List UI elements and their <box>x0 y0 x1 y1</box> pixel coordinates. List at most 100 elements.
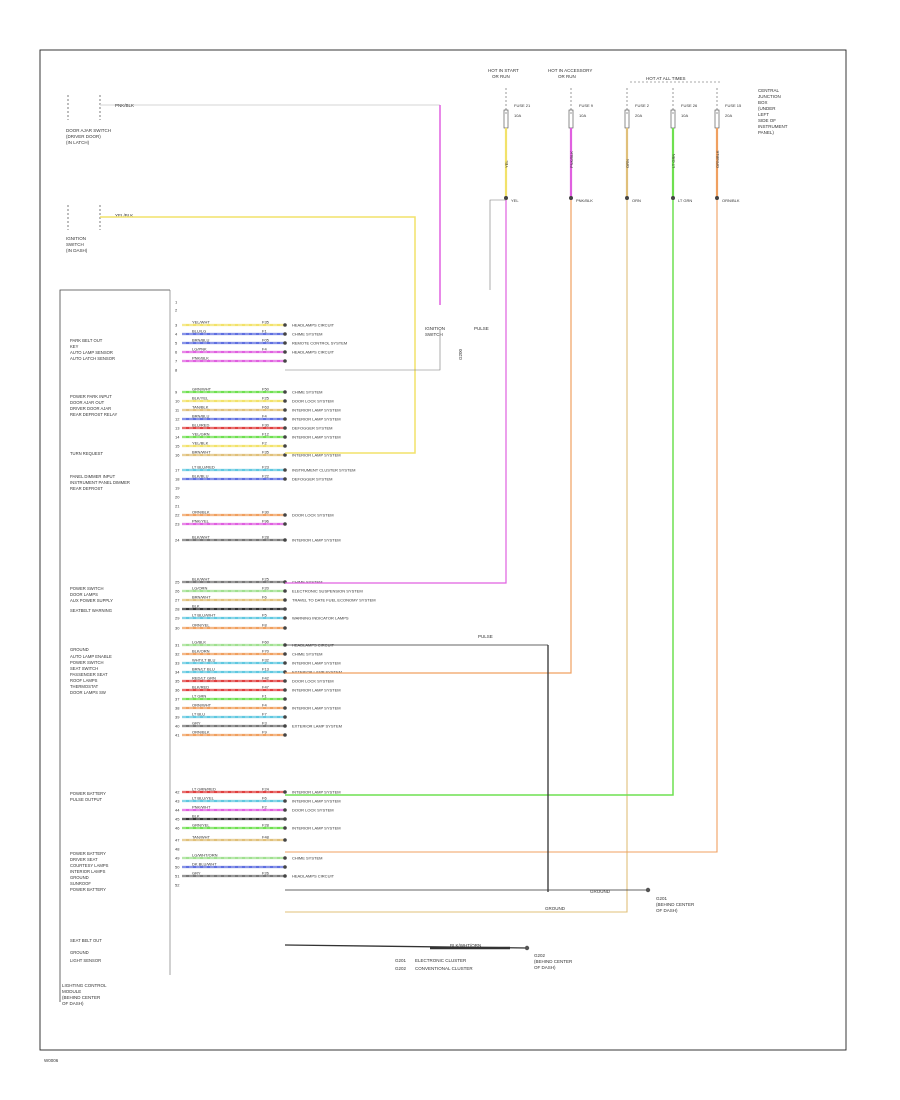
module-function-label: INTERIOR LAMPS <box>70 869 106 874</box>
pin-terminal <box>283 332 287 336</box>
module-function-label: REAR DEFROST <box>70 486 103 491</box>
pin-destination: INTERIOR LAMP SYSTEM <box>292 661 341 666</box>
pin-wire-color: LT BLU <box>192 712 205 717</box>
pin-circuit: F35 <box>262 320 270 325</box>
pin-number: 35 <box>175 679 180 684</box>
pin-number: 42 <box>175 790 180 795</box>
pin-wire-color: BLU/LG <box>192 329 206 334</box>
pin-number: 16 <box>175 453 180 458</box>
fuse-name: FUSE 15 <box>725 103 742 108</box>
splice-label-2: SWITCH <box>425 332 443 337</box>
pin-wire-color: DK BLU/WHT <box>192 862 217 867</box>
module-function-label: PULSE OUTPUT <box>70 797 103 802</box>
pin-circuit: F3 <box>262 721 267 726</box>
pin-terminal <box>283 426 287 430</box>
pin-terminal <box>283 799 287 803</box>
pin-number: 12 <box>175 417 180 422</box>
pin-circuit: F24 <box>262 787 270 792</box>
pin-terminal <box>283 724 287 728</box>
module-pin: 20 <box>175 495 180 500</box>
pin-terminal <box>283 715 287 719</box>
pin-number: 4 <box>175 332 178 337</box>
pin-destination: INTERIOR LAMP SYSTEM <box>292 417 341 422</box>
pin-terminal <box>283 435 287 439</box>
module-function-label: ROOF LAMPS <box>70 678 98 683</box>
pin-circuit: F13 <box>262 667 270 672</box>
wire-fuse15 <box>285 200 718 853</box>
pin-terminal <box>283 350 287 354</box>
pin-number: 27 <box>175 598 180 603</box>
pin-circuit: F4 <box>262 347 267 352</box>
pin-terminal <box>283 408 287 412</box>
pin-terminal <box>283 626 287 630</box>
fuse-amps: 10A <box>514 113 521 118</box>
diagram-frame <box>39 49 847 1051</box>
pin-circuit: F4 <box>262 703 267 708</box>
pin-circuit: F30 <box>262 423 270 428</box>
module-function-label: POWER BATTERY <box>70 791 106 796</box>
wires <box>100 105 718 950</box>
pin-terminal <box>283 323 287 327</box>
pin-circuit: F28 <box>262 535 270 540</box>
pin-destination: INTERIOR LAMP SYSTEM <box>292 790 341 795</box>
pin-number: 39 <box>175 715 180 720</box>
wire-fuse21-branch <box>489 199 506 290</box>
fuse-amps: 20A <box>725 113 732 118</box>
pin-number: 2 <box>175 308 178 313</box>
svg-text:CENTRAL: CENTRAL <box>758 88 780 93</box>
pin-number: 17 <box>175 468 180 473</box>
pin-circuit: F96 <box>262 519 270 524</box>
pin-destination: INSTRUMENT CLUSTER SYSTEM <box>292 468 356 473</box>
pin-circuit: F1 <box>262 694 267 699</box>
wire-fuse26 <box>285 200 674 796</box>
pin-circuit: F70 <box>262 649 270 654</box>
switch2-wire-label: YEL/BLK <box>115 213 133 218</box>
pin-circuit: F48 <box>262 835 270 840</box>
fuse-wire-label: PNK/BLK <box>576 198 593 203</box>
pin-wire-color: BRN/WHT <box>192 595 211 600</box>
svg-text:G201: G201 <box>656 896 668 901</box>
svg-text:JUNCTION: JUNCTION <box>758 94 781 99</box>
bottom-dest-1: ELECTRONIC CLUSTER <box>415 958 467 963</box>
pin-number: 25 <box>175 580 180 585</box>
wire-fuse9 <box>285 200 572 674</box>
module-function-label: DRIVER DOOR AJAR <box>70 406 111 411</box>
g-label-1: GROUND <box>590 889 611 894</box>
fuse-wire-vert: ORN <box>625 159 630 168</box>
pin-terminal <box>283 341 287 345</box>
pin-terminal <box>283 874 287 878</box>
wire-fuse2 <box>285 200 628 913</box>
pin-wire-color: YEL/BLK <box>192 441 209 446</box>
pin-wire-color: PNK/YEL <box>192 519 210 524</box>
middle-labels: IGNITION SWITCH PULSE G200 <box>425 326 489 360</box>
pin-circuit: F50 <box>262 387 270 392</box>
pin-terminal <box>283 477 287 481</box>
module-function-label: SEATBELT WARNING <box>70 608 112 613</box>
pin-terminal <box>283 513 287 517</box>
module-title-1: LIGHTING CONTROL <box>62 983 107 988</box>
pin-number: 45 <box>175 817 180 822</box>
pin-circuit: F12 <box>262 432 270 437</box>
pin-wire-color: LG/ORN <box>192 586 207 591</box>
module-function-label: SEAT SWITCH <box>70 666 98 671</box>
pin-number: 34 <box>175 670 180 675</box>
pin-terminal <box>283 688 287 692</box>
bottom-g202: G202 <box>395 966 407 971</box>
module-function-label: COURTESY LAMPS <box>70 863 109 868</box>
pin-wire-color: BLK/WHT <box>192 577 210 582</box>
bottom-wire-label: BLK/WHT/ORN <box>450 943 481 948</box>
fuse1-header-2: OR RUN <box>492 74 510 79</box>
pin-circuit: F22 <box>262 474 270 479</box>
pin-wire-color: BLK/YEL <box>192 396 209 401</box>
module-function-label: INSTRUMENT PANEL DIMMER <box>70 480 130 485</box>
pin-number: 22 <box>175 513 180 518</box>
wire-ignition <box>100 216 416 454</box>
